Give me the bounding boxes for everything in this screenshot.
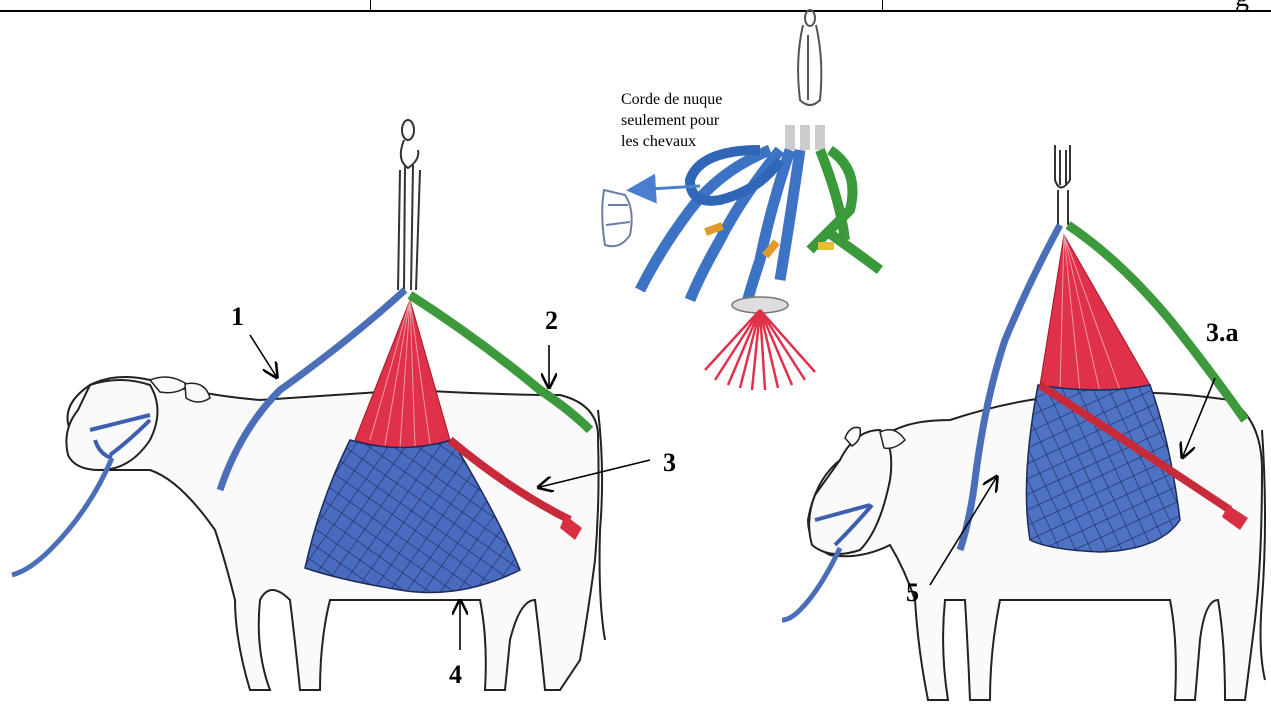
- left-cow: [12, 120, 605, 690]
- caption-line: les chevaux: [621, 131, 791, 152]
- right-cow: [782, 145, 1265, 700]
- left-hook: [398, 120, 420, 290]
- centre-detail: [602, 10, 880, 390]
- caption-line: seulement pour: [621, 110, 791, 131]
- detail-red-brush: [705, 310, 815, 390]
- label-1: 1: [231, 302, 244, 332]
- caption-line: Corde de nuque: [621, 89, 791, 110]
- detail-caption: Corde de nuque seulement pour les chevau…: [621, 89, 791, 152]
- label-2: 2: [545, 306, 558, 336]
- label-3: 3: [663, 448, 676, 478]
- label-3a: 3.a: [1206, 318, 1239, 348]
- label-5: 5: [906, 578, 919, 608]
- right-net-top: [1040, 235, 1150, 390]
- right-net-body: [1026, 385, 1180, 552]
- detail-head-collar: [602, 190, 631, 246]
- label-4: 4: [449, 660, 462, 690]
